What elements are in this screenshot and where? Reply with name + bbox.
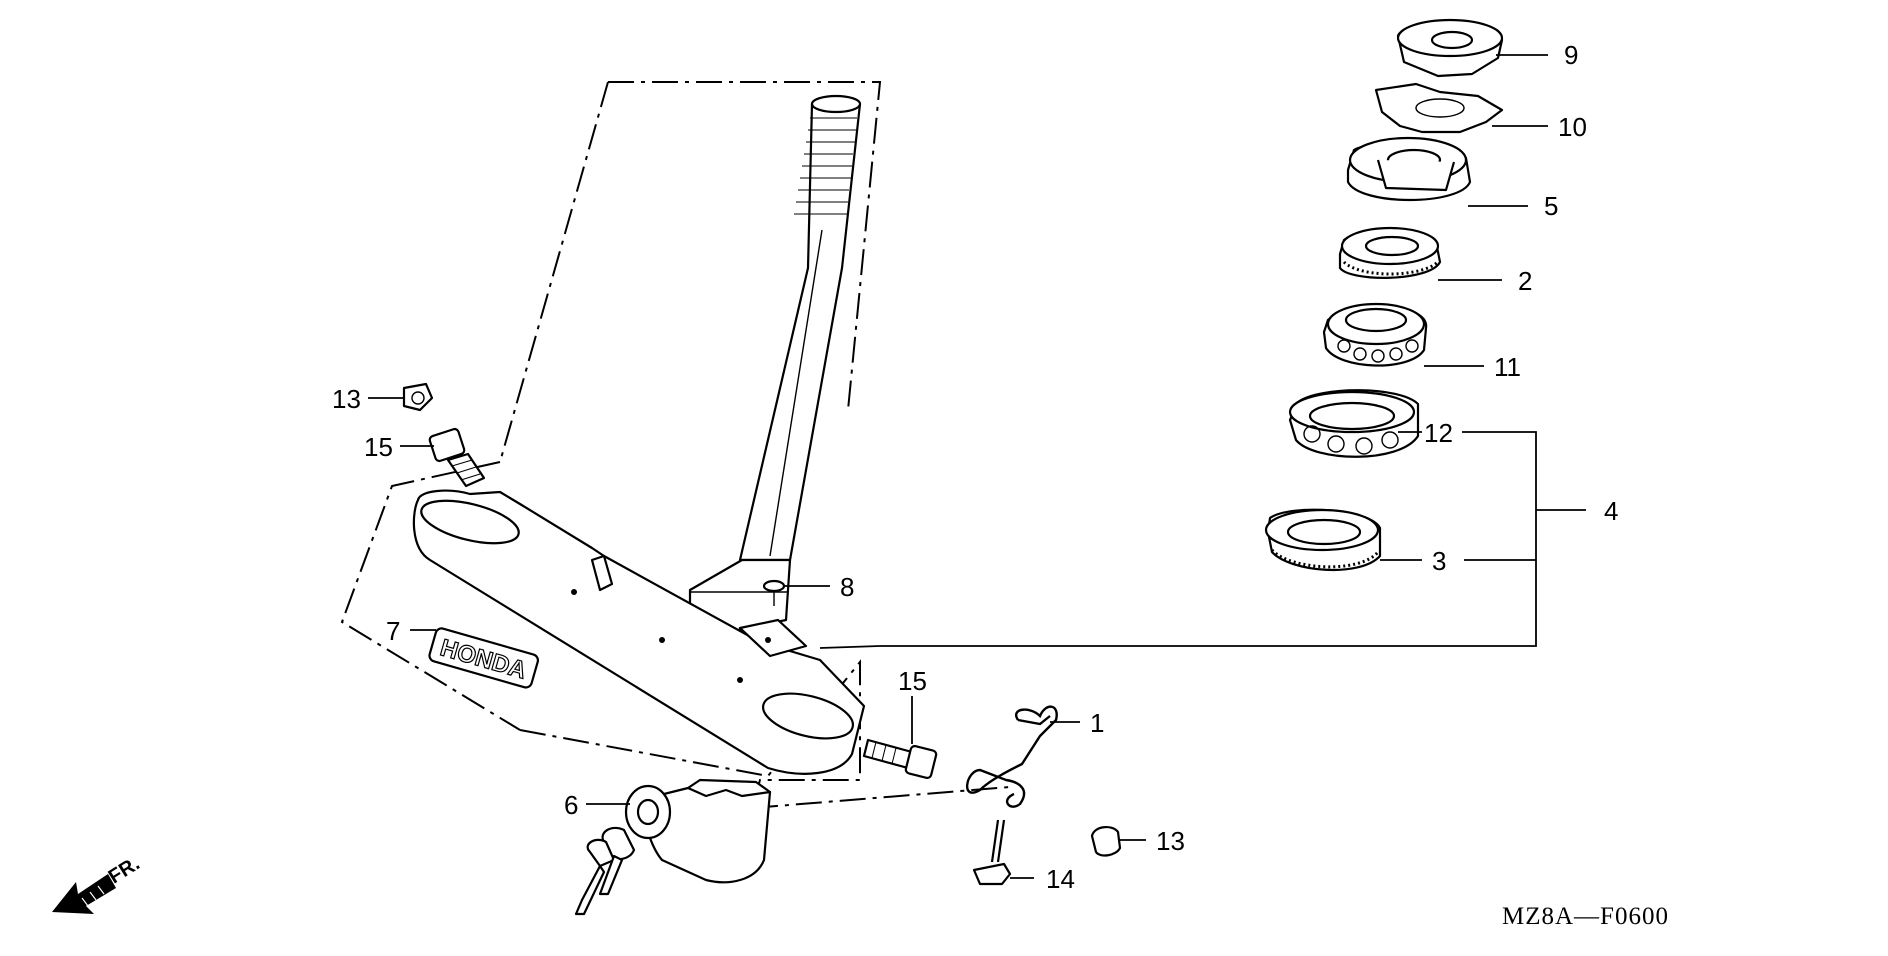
diagram-code: MZ8A—F0600 [1502, 903, 1669, 930]
lock-nut-9 [1396, 18, 1504, 78]
callout-6: 6 [564, 790, 578, 820]
adjusting-nut-5 [1346, 136, 1472, 201]
top-bridge [412, 489, 866, 775]
cap-13-lower [1090, 826, 1122, 857]
cap-nut-13-left [402, 382, 434, 412]
callout-12: 12 [1424, 418, 1453, 448]
callout-9: 9 [1564, 40, 1578, 70]
bolt-14 [972, 819, 1012, 886]
steering-stem-shaft [688, 94, 862, 642]
ball-race-11 [1322, 302, 1428, 367]
honda-emblem: HONDA [428, 627, 540, 689]
wire-clip [965, 705, 1058, 808]
screw-8 [762, 579, 786, 606]
callout-15-lower: 15 [898, 666, 927, 696]
dust-seal-3 [1264, 508, 1382, 572]
bolt-15-left [428, 427, 486, 488]
ball-race-12 [1288, 389, 1420, 458]
callout-13-left: 13 [332, 384, 361, 414]
front-direction-arrow: FR. [52, 853, 144, 914]
callout-10: 10 [1558, 112, 1587, 142]
leader-lines [368, 54, 1586, 879]
callout-3: 3 [1432, 546, 1446, 576]
callout-11: 11 [1494, 352, 1521, 382]
callout-8: 8 [840, 572, 854, 602]
callout-7: 7 [386, 616, 400, 646]
callout-4: 4 [1604, 496, 1618, 526]
callouts: 9 10 5 2 11 12 4 3 13 15 8 7 15 1 6 14 1… [332, 40, 1618, 894]
lock-washer-10 [1374, 82, 1504, 134]
callout-2: 2 [1518, 266, 1532, 296]
bolt-15-lower [862, 738, 938, 779]
callout-1: 1 [1090, 708, 1104, 738]
dust-seal-2 [1338, 226, 1442, 279]
steering-lock [574, 778, 772, 916]
callout-5: 5 [1544, 191, 1558, 221]
callout-15-left: 15 [364, 432, 393, 462]
callout-14: 14 [1046, 864, 1075, 894]
callout-13-lower: 13 [1156, 826, 1185, 856]
front-arrow-icon [52, 874, 116, 914]
